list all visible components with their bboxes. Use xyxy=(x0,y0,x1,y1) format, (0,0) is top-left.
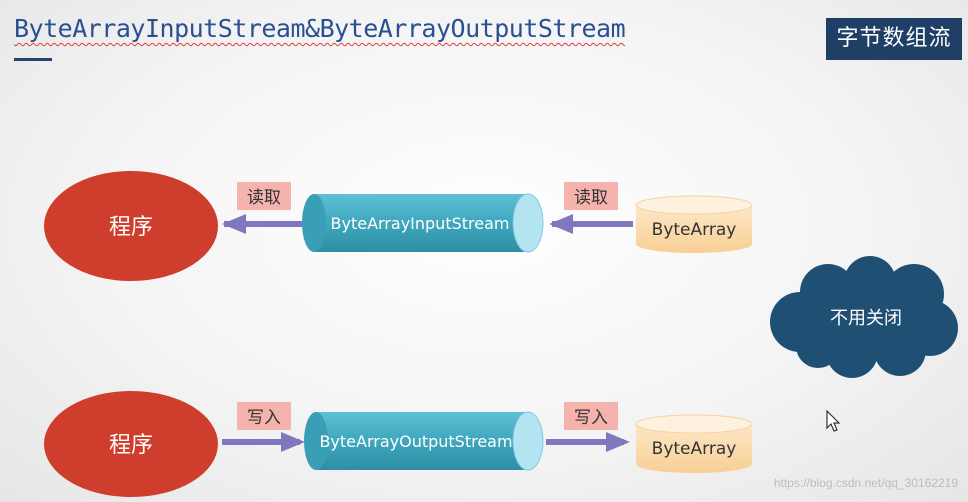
read-label-right: 读取 xyxy=(564,182,618,210)
slide-title: ByteArrayInputStream&ByteArrayOutputStre… xyxy=(14,14,626,43)
write-flow-row: 程序 写入 ByteArrayOutputStream 写入 Byte xyxy=(44,391,753,497)
output-stream-label: ByteArrayOutputStream xyxy=(319,432,512,451)
arrow-write-left xyxy=(222,432,305,452)
watermark: https://blog.csdn.net/qq_30162219 xyxy=(773,476,958,490)
bytearray-target-cylinder: ByteArray xyxy=(635,414,753,473)
write-label-right: 写入 xyxy=(564,402,618,430)
read-label-right-text: 读取 xyxy=(574,188,608,208)
write-label-right-text: 写入 xyxy=(574,408,608,428)
arrow-read-left xyxy=(222,214,306,234)
input-stream-label: ByteArrayInputStream xyxy=(331,214,510,233)
input-stream-cylinder: ByteArrayInputStream xyxy=(302,193,544,253)
arrow-write-right xyxy=(546,432,630,452)
program-node-read: 程序 xyxy=(44,171,218,281)
read-label-left: 读取 xyxy=(237,182,291,210)
bytearray-target-label: ByteArray xyxy=(652,439,737,459)
read-flow-row: 程序 读取 ByteArrayInputStream 读取 ByteA xyxy=(44,171,753,281)
no-close-cloud: 不用关闭 xyxy=(770,256,958,378)
bytearray-source-cylinder: ByteArray xyxy=(635,195,753,253)
mouse-cursor-icon xyxy=(826,410,841,432)
write-label-left: 写入 xyxy=(237,402,291,430)
program-label-write: 程序 xyxy=(109,433,153,458)
read-label-left-text: 读取 xyxy=(247,188,281,208)
title-accent-bar xyxy=(14,58,52,61)
arrow-read-right xyxy=(549,214,633,234)
write-label-left-text: 写入 xyxy=(247,408,281,428)
section-badge: 字节数组流 xyxy=(826,18,962,60)
cloud-label: 不用关闭 xyxy=(830,308,902,329)
program-node-write: 程序 xyxy=(44,391,218,497)
bytearray-source-label: ByteArray xyxy=(652,220,737,240)
output-stream-cylinder: ByteArrayOutputStream xyxy=(304,411,544,471)
program-label-read: 程序 xyxy=(109,215,153,240)
